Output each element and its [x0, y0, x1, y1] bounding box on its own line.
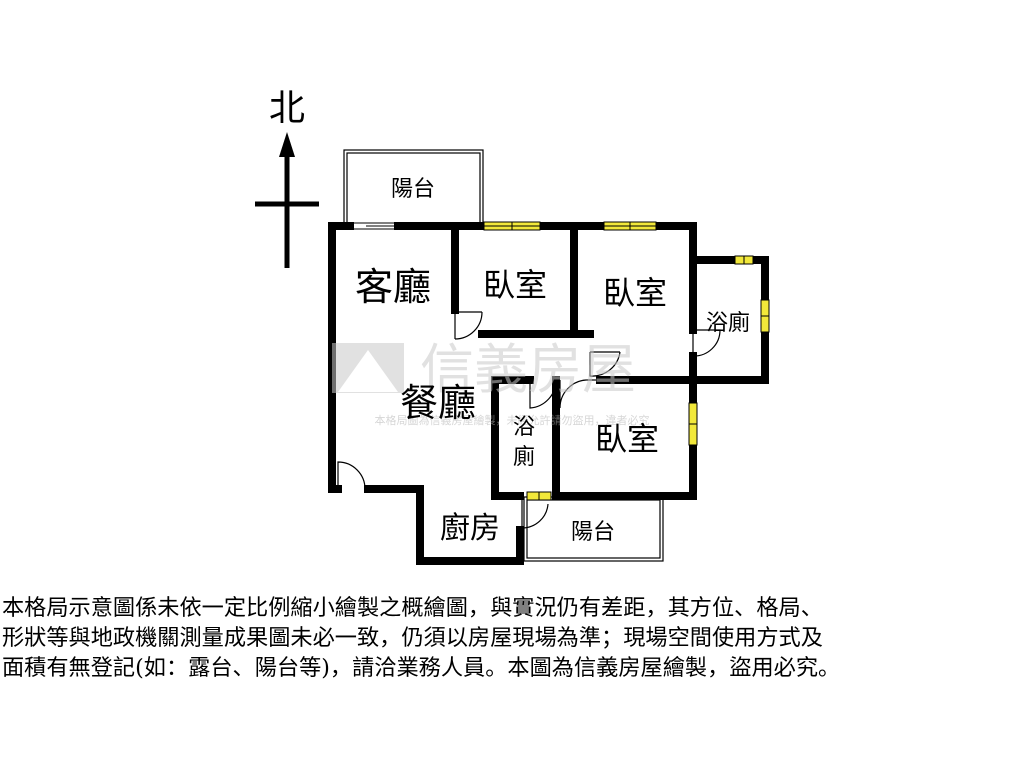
doors [337, 311, 721, 529]
label-bath-2-top: 浴 [513, 415, 535, 440]
compass: 北 [255, 88, 319, 268]
label-balcony-south: 陽台 [571, 520, 615, 545]
door-bedroom-3 [559, 379, 587, 409]
north-arrow-icon [279, 132, 295, 157]
windows [483, 221, 770, 501]
watermark-fine-print: 本格局圖為信義房屋繪製，未經允許請勿盜用，違者必究 [375, 413, 650, 427]
label-bedroom-2: 臥室 [603, 274, 667, 312]
disclaimer-line-1: 本格局示意圖係未依一定比例縮小繪製之概繪圖，與實況仍有差距，其方位、格局、 [2, 595, 823, 621]
disclaimer: 本格局示意圖係未依一定比例縮小繪製之概繪圖，與實況仍有差距，其方位、格局、 形狀… [2, 593, 1020, 683]
disclaimer-line-3: 面積有無登記(如：露台、陽台等)，請洽業務人員。本圖為信義房屋繪製，盜用必究。 [2, 655, 841, 681]
walls [328, 222, 769, 565]
door-kitchen-balcony [521, 500, 549, 529]
disclaimer-line-2: 形狀等與地政機關測量成果圖未必一致，仍須以房屋現場為準；現場空間使用方式及 [2, 625, 823, 651]
door-entrance [337, 461, 366, 490]
label-living-room: 客廳 [355, 265, 431, 309]
label-bath-2-bottom: 廁 [513, 445, 535, 470]
label-bedroom-3: 臥室 [595, 420, 659, 458]
label-kitchen: 廚房 [440, 511, 500, 546]
label-balcony-north: 陽台 [391, 177, 435, 202]
balcony-north [343, 149, 484, 227]
label-dining-room: 餐廳 [400, 381, 476, 425]
door-bath-2 [529, 379, 557, 409]
watermark-brand: 信義房屋 [420, 338, 636, 401]
north-label: 北 [269, 88, 305, 129]
label-bedroom-1: 臥室 [483, 266, 547, 304]
floor-plan: 北 [255, 88, 770, 565]
label-bath-1: 浴廁 [706, 311, 750, 336]
watermark: 信義房屋 本格局圖為信義房屋繪製，未經允許請勿盜用，違者必究 [332, 338, 650, 427]
